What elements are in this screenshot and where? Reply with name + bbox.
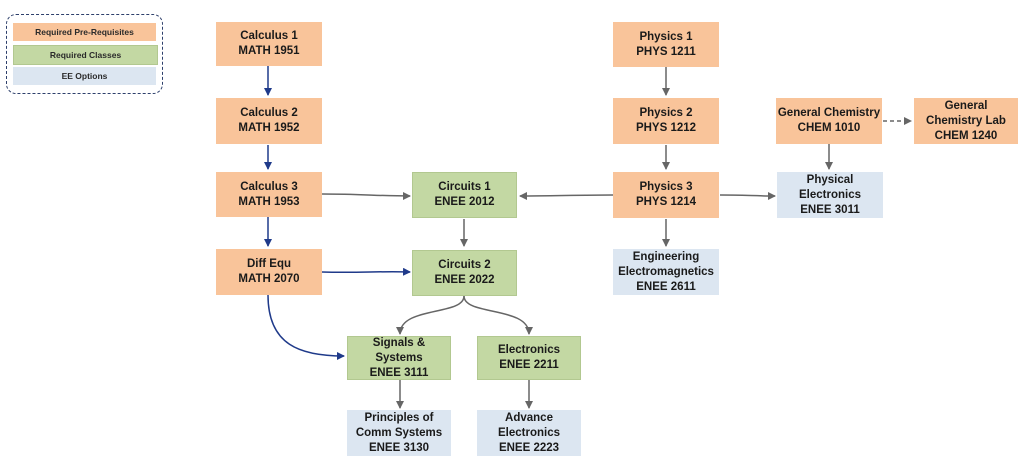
node-signals-systems: Signals & Systems ENEE 3111	[347, 336, 451, 380]
node-code: ENEE 2611	[636, 280, 696, 293]
node-physical-electronics: Physical Electronics ENEE 3011	[777, 172, 883, 218]
node-general-chemistry-lab: General Chemistry Lab CHEM 1240	[914, 98, 1018, 144]
node-code: MATH 1952	[238, 122, 300, 134]
legend-prereq: Required Pre-Requisites	[13, 23, 156, 41]
node-title: Circuits 1	[438, 181, 491, 193]
arrow-diffeq-circ2	[321, 267, 411, 276]
node-physics-3: Physics 3 PHYS 1214	[613, 172, 719, 218]
node-code: PHYS 1212	[635, 122, 697, 134]
node-title: Calculus 3	[240, 180, 298, 193]
node-advance-electronics: Advance Electronics ENEE 2223	[477, 410, 581, 456]
node-principles-comm-systems: Principles of Comm Systems ENEE 3130	[347, 410, 451, 456]
node-circuits-1: Circuits 1 ENEE 2012	[412, 172, 517, 218]
node-title: Advance Electronics	[498, 411, 560, 439]
node-code: ENEE 3130	[368, 441, 430, 454]
node-code: ENEE 2211	[499, 359, 559, 371]
node-engineering-electromagnetics: Engineering Electromagnetics ENEE 2611	[613, 249, 719, 295]
node-title: Engineering Electromagnetics	[618, 250, 714, 278]
node-circuits-2: Circuits 2 ENEE 2022	[412, 250, 517, 296]
legend: Required Pre-Requisites Required Classes…	[6, 14, 163, 94]
node-code: ENEE 3011	[800, 203, 860, 216]
node-title: Physics 3	[639, 181, 693, 193]
arrow-phys3-physelec	[719, 191, 776, 200]
node-code: PHYS 1214	[635, 196, 697, 208]
node-title: Diff Equ	[246, 258, 292, 270]
arrow-circ2-signals	[396, 295, 465, 335]
node-title: Calculus 2	[240, 107, 298, 119]
arrow-phys3-circ1	[519, 191, 614, 200]
node-title: Calculus 1	[240, 30, 298, 42]
node-code: CHEM 1010	[797, 122, 861, 134]
node-code: MATH 2070	[238, 273, 300, 285]
node-code: MATH 1953	[238, 195, 300, 208]
arrow-circ2-electronics	[463, 295, 533, 335]
node-title: Electronics	[498, 344, 560, 356]
node-physics-2: Physics 2 PHYS 1212	[613, 98, 719, 144]
node-title: General Chemistry	[777, 107, 881, 119]
node-code: ENEE 2223	[498, 441, 560, 454]
node-calculus-2: Calculus 2 MATH 1952	[216, 98, 322, 144]
node-title: Principles of Comm Systems	[355, 411, 443, 439]
node-title: Signals & Systems	[372, 336, 426, 364]
node-title: Circuits 2	[438, 259, 491, 271]
legend-options: EE Options	[13, 67, 156, 85]
node-code: PHYS 1211	[636, 45, 696, 58]
node-electronics: Electronics ENEE 2211	[477, 336, 581, 380]
arrow-calc3-circ1	[321, 191, 411, 200]
node-diff-equ: Diff Equ MATH 2070	[216, 249, 322, 295]
node-code: ENEE 2022	[434, 274, 495, 286]
node-title: General Chemistry Lab	[926, 99, 1006, 127]
node-physics-1: Physics 1 PHYS 1211	[613, 22, 719, 67]
node-code: MATH 1951	[238, 45, 300, 57]
node-calculus-1: Calculus 1 MATH 1951	[216, 22, 322, 66]
node-code: CHEM 1240	[934, 129, 998, 142]
node-title: Physical Electronics	[799, 173, 861, 201]
legend-required: Required Classes	[13, 45, 158, 65]
node-code: ENEE 3111	[369, 366, 429, 379]
node-code: ENEE 2012	[434, 196, 495, 208]
node-title: Physics 1	[639, 30, 693, 43]
node-calculus-3: Calculus 3 MATH 1953	[216, 172, 322, 217]
node-general-chemistry: General Chemistry CHEM 1010	[776, 98, 882, 144]
arrow-diffeq-signals	[267, 294, 345, 360]
node-title: Physics 2	[639, 107, 693, 119]
